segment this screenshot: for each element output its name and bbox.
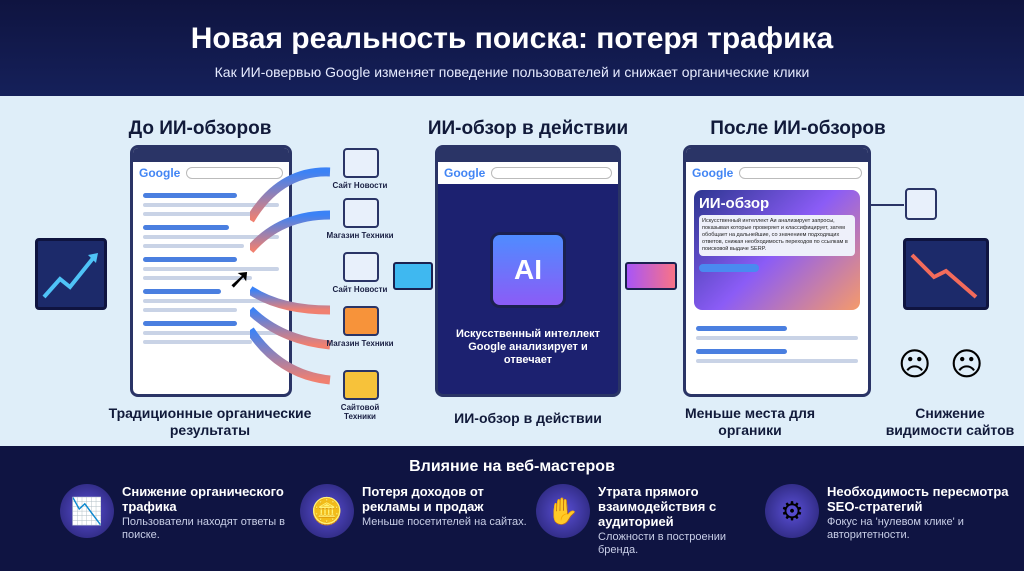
google-logo: Google (692, 166, 734, 180)
heading-before: До ИИ-обзоров (128, 118, 272, 139)
site-icon-news (343, 148, 379, 178)
caption-before: Традиционные органические результаты (108, 405, 312, 438)
coins-icon: 🪙 (300, 484, 354, 538)
impact-title: Потеря доходов от рекламы и продаж (362, 484, 484, 514)
site-label: Магазин Техники (326, 339, 394, 348)
caption-after: Меньше места для органики (684, 405, 816, 438)
sad-face-icon: ☹ (898, 346, 932, 382)
traffic-arrows (250, 167, 331, 385)
impact-item: ✋Утрата прямого взаимодействия с аудитор… (536, 484, 736, 557)
site-icon-cursor (343, 252, 379, 282)
hand-icon: ✋ (536, 484, 590, 538)
ai-overview-text: Искусственный интеллект Аи анализирует з… (699, 215, 855, 256)
heading-after: После ИИ-обзоров (710, 118, 886, 139)
site-label: Сайтовой Техники (340, 403, 380, 421)
browser-ai: Google AI Искусственный интеллект Google… (435, 145, 621, 397)
ai-chip-icon: AI (490, 232, 566, 308)
caption-visibility: Снижение видимости сайтов (885, 405, 1015, 438)
impact-desc: Фокус на 'нулевом клике' и авторитетност… (827, 516, 964, 541)
caption-in-action: ИИ-обзор в действии (454, 410, 602, 426)
site-label: Сайт Новости (332, 181, 388, 190)
browser-before: Google (130, 145, 292, 397)
browser-after: Google ИИ-обзор Искусственный интеллект … (683, 145, 871, 397)
search-input[interactable] (491, 167, 612, 179)
traffic-decline-icon: 📉 (60, 484, 114, 538)
ai-overview-title: ИИ-обзор (699, 195, 770, 212)
site-icon-globe (905, 188, 937, 220)
decline-chart-icon (903, 238, 989, 310)
cursor-icon: ➚ (228, 263, 252, 294)
google-logo: Google (139, 166, 181, 180)
site-icon-sun (343, 306, 379, 336)
impact-section (0, 446, 1024, 571)
ai-chip-text: Искусственный интеллект Google анализиру… (456, 328, 600, 366)
arrow-right-icon (393, 262, 433, 290)
impact-desc: Сложности в построении бренда. (598, 531, 726, 556)
site-label: Сайт Новости (332, 285, 388, 294)
ai-overview-box: ИИ-обзор Искусственный интеллект Аи анал… (694, 190, 860, 310)
site-icon-cursor (343, 198, 379, 228)
page-title: Новая реальность поиска: потеря трафика (190, 22, 834, 55)
impact-heading: Влияние на веб-мастеров (409, 458, 615, 475)
impact-title: Снижение органического трафика (122, 484, 284, 514)
growth-chart-icon (35, 238, 107, 310)
arrow-line (870, 204, 904, 206)
arrow-right-icon (625, 262, 677, 290)
impact-title: Необходимость пересмотра SEO-стратегий (827, 484, 1009, 514)
ai-overview-button[interactable] (699, 264, 759, 272)
site-icon-smile (343, 370, 379, 400)
impact-desc: Меньше посетителей на сайтах. (362, 516, 527, 528)
google-logo: Google (444, 166, 486, 180)
heading-in-action: ИИ-обзор в действии (427, 118, 629, 139)
header (0, 0, 1024, 96)
site-label: Магазин Техники (326, 231, 394, 240)
gears-icon: ⚙ (765, 484, 819, 538)
page-subtitle: Как ИИ-овервью Google изменяет поведение… (214, 64, 810, 80)
impact-desc: Пользователи находят ответы в поиске. (122, 516, 285, 541)
impact-title: Утрата прямого взаимодействия с аудитори… (598, 484, 717, 529)
sad-face-icon: ☹ (950, 346, 984, 382)
search-input[interactable] (186, 167, 283, 179)
search-input[interactable] (739, 167, 862, 179)
